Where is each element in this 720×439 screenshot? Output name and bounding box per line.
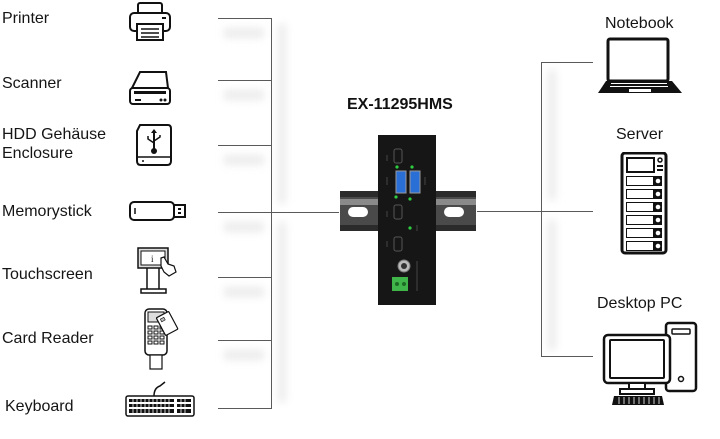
decor-shadow [548,220,556,350]
touchscreen-kiosk-icon: i [136,246,180,296]
desktop-pc-icon [602,321,698,407]
connector-card-reader [218,340,272,341]
decor-shadow [224,350,264,360]
keyboard-icon [124,380,196,420]
device-title: EX-11295HMS [347,96,453,113]
label-notebook: Notebook [605,15,674,32]
label-memorystick: Memorystick [2,203,92,220]
decor-shadow [224,287,264,297]
decor-shadow [278,24,286,204]
right-bus-vertical [541,62,542,357]
usb-stick-icon [128,200,188,222]
connector-printer [218,18,272,19]
label-scanner: Scanner [2,75,62,92]
decor-shadow [224,222,264,232]
svg-text:i: i [151,254,154,264]
connector-notebook [541,62,593,63]
left-bus-vertical [271,18,272,409]
hdd-enclosure-icon [134,123,174,167]
connector-desktop [541,356,593,357]
usb-hub-din-rail-icon [340,135,476,305]
server-rack-icon [620,152,668,256]
decor-shadow [548,70,556,200]
connector-hdd [218,145,272,146]
scanner-icon [128,70,172,106]
connector-memorystick-main [218,212,339,213]
decor-shadow [224,28,264,38]
label-server: Server [616,126,664,143]
printer-icon [128,2,172,42]
label-keyboard: Keyboard [5,398,74,415]
connector-scanner [218,80,272,81]
decor-shadow [224,90,264,100]
label-card-reader: Card Reader [2,330,94,347]
connector-server-main [477,211,593,212]
connector-keyboard [218,408,272,409]
label-hdd-line2: Enclosure [2,145,74,162]
laptop-icon [596,36,686,94]
card-reader-icon [140,307,180,371]
decor-shadow [224,155,264,165]
label-printer: Printer [2,10,50,27]
label-desktop-pc: Desktop PC [597,295,683,312]
label-hdd-line1: HDD Gehäuse [2,126,107,143]
decor-shadow [278,222,286,402]
connector-touchscreen [218,277,272,278]
label-touchscreen: Touchscreen [2,266,93,283]
